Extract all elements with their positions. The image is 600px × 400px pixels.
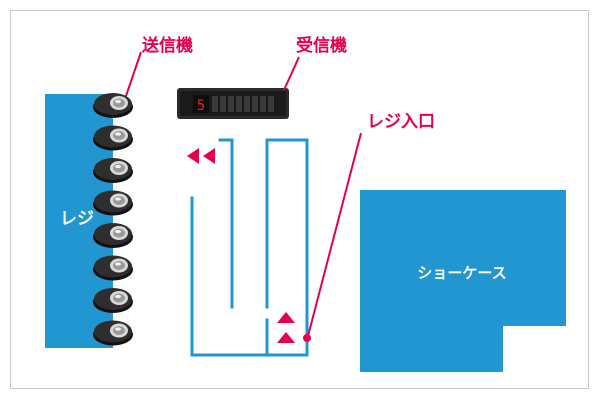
register-label: レジ	[60, 209, 94, 229]
transmitter-pager-icon	[93, 320, 133, 346]
receiver-display-digit: 5	[197, 98, 205, 114]
transmitter-pager-icon	[93, 255, 133, 281]
direction-arrows-left	[187, 148, 215, 164]
transmitter-pager-icon	[93, 223, 133, 248]
transmitter-pager-icon	[93, 288, 133, 313]
transmitter-callout-line	[125, 51, 142, 97]
entrance-label: レジ入口	[367, 112, 435, 132]
entrance-callout-line	[307, 132, 362, 337]
transmitter-stack	[93, 93, 133, 346]
transmitter-label: 送信機	[142, 35, 193, 56]
receiver-display	[193, 95, 209, 113]
transmitter-pager-icon	[93, 125, 133, 151]
transmitter-pager-icon	[93, 93, 133, 118]
receiver-label: 受信機	[296, 35, 347, 56]
showcase-area	[360, 190, 566, 372]
receiver-segments	[212, 96, 274, 112]
transmitter-pager-icon	[93, 158, 133, 183]
receiver-callout-line	[283, 56, 300, 91]
receiver-device: 5	[177, 88, 289, 119]
entrance-marker-dot	[303, 334, 311, 342]
transmitter-pager-icon	[93, 190, 133, 216]
showcase-label: ショーケース	[417, 264, 506, 282]
queue-guide-lines	[190, 138, 309, 357]
direction-arrows-up	[277, 312, 295, 343]
